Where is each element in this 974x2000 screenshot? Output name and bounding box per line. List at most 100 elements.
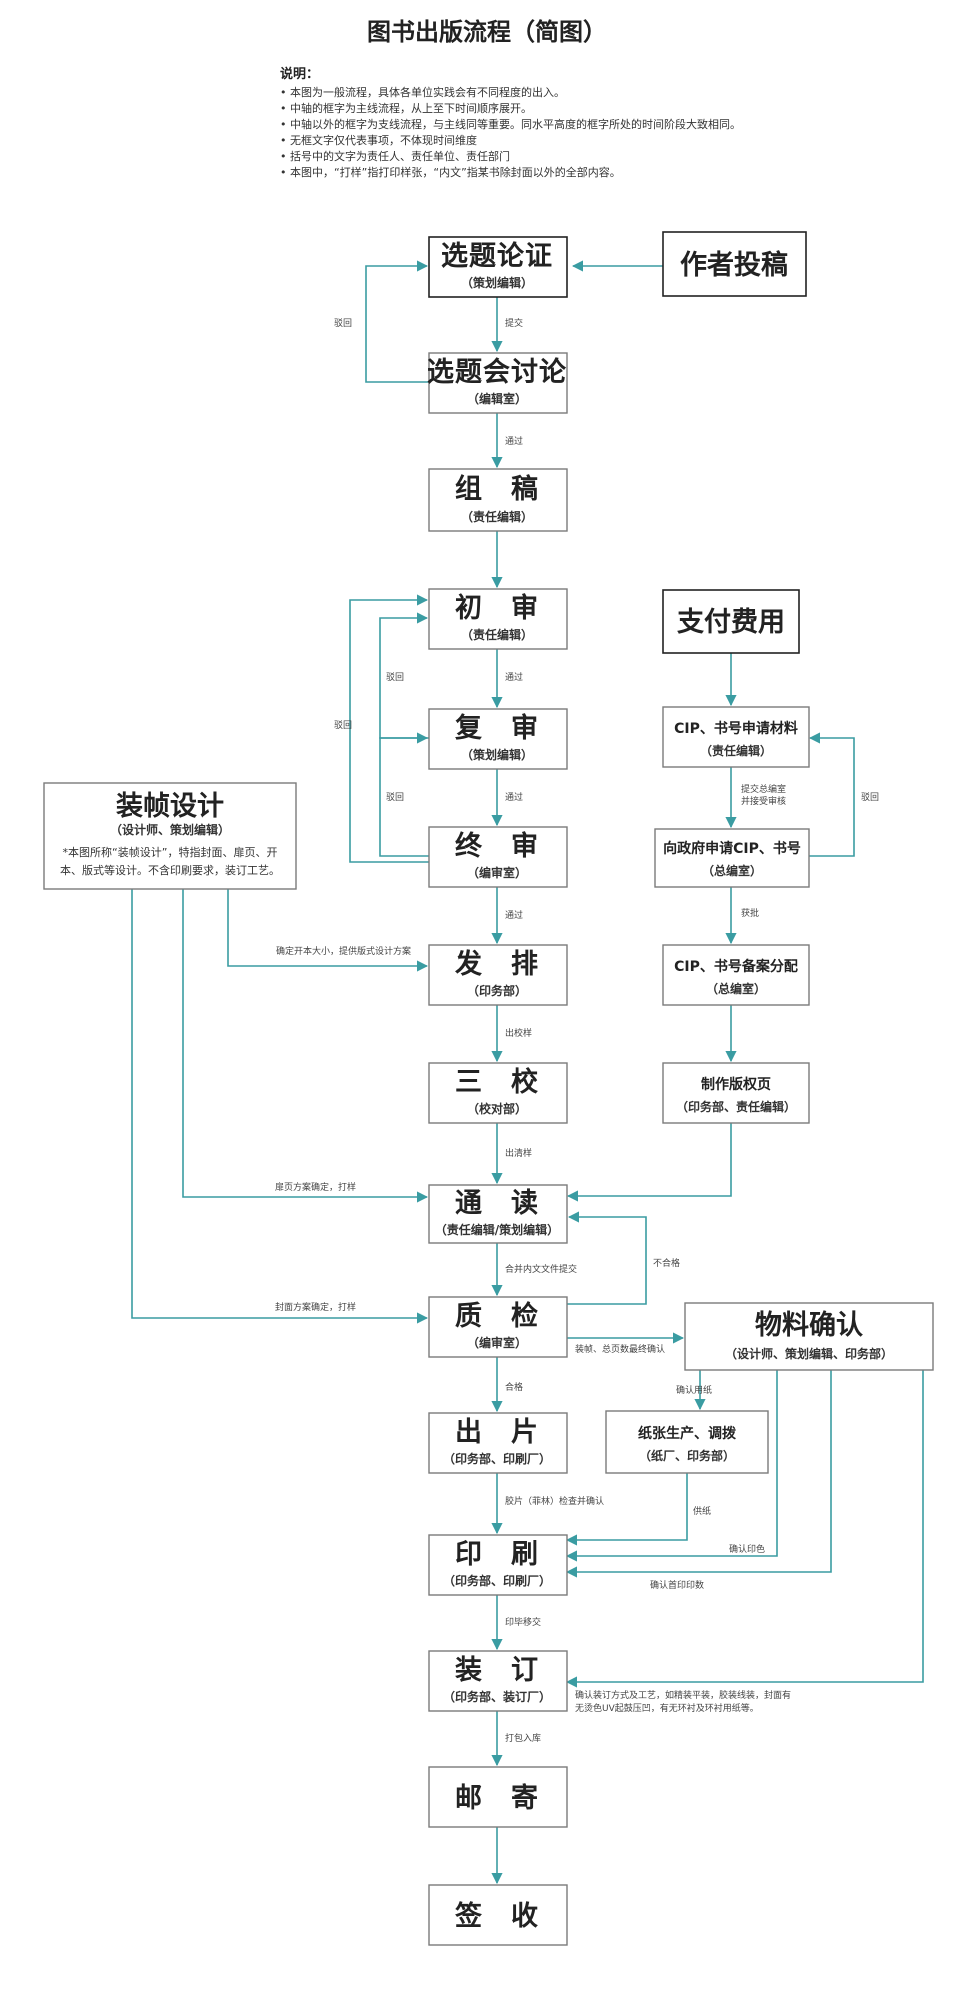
label-tijiao-zongbian-1: 提交总编室 [741, 783, 786, 795]
notes-title: 说明： [280, 66, 319, 82]
label-zhuangding-1: 确认装订方式及工艺，如精装平装，胶装线装，封面有 [575, 1689, 791, 1701]
node-sanjiao-label: 三 校 [455, 1066, 539, 1098]
node-yinshua-label: 印 刷 [455, 1539, 539, 1570]
label-feiye: 扉页方案确定，打样 [275, 1181, 356, 1193]
label-huopi: 获批 [741, 907, 759, 919]
node-cip-fenpei-sub: （总编室） [706, 981, 766, 996]
node-zhifu: 支付费用 [662, 589, 800, 654]
label-jiaopian: 胶片（菲林）检查并确认 [505, 1495, 604, 1507]
label-zhuangding-2: 无烫色UV起鼓压凹，有无环衬及环衬用纸等。 [575, 1702, 759, 1714]
node-zhijian-sub: （编审室） [467, 1335, 527, 1350]
node-zhijian-label: 质 检 [455, 1300, 539, 1332]
edge-banquan-tongdu [566, 1123, 732, 1202]
edge-wuliao-zhuangding [565, 1370, 924, 1688]
node-fapai-label: 发 排 [454, 948, 539, 980]
node-cip-fenpei-label: CIP、书号备案分配 [674, 958, 798, 975]
note-2: • 中轴的框字为主线流程，从上至下时间顺序展开。 [280, 101, 532, 115]
edge-zhuangzhen-tongdu [182, 889, 429, 1203]
node-zhizhang-label: 纸张生产、调拨 [638, 1425, 737, 1442]
label-dabao: 打包入库 [505, 1732, 541, 1744]
label-bohui-1: 驳回 [334, 318, 352, 329]
label-hege: 合格 [505, 1381, 523, 1393]
label-chujiaoyang: 出校样 [505, 1027, 532, 1039]
node-zhuangding: 装 订 （印务部、装订厂） [428, 1650, 568, 1712]
label-bohui-3: 驳回 [334, 720, 352, 731]
node-chushen-label: 初 审 [455, 592, 539, 624]
node-yinshua: 印 刷 （印务部、印刷厂） [428, 1534, 568, 1596]
node-cip-shenqing: 向政府申请CIP、书号 （总编室） [654, 828, 810, 888]
label-fengmian: 封面方案确定，打样 [275, 1301, 356, 1313]
node-zhifu-label: 支付费用 [677, 607, 785, 638]
node-chupian-label: 出 片 [455, 1417, 539, 1448]
edge-wuliao-yinshua-count [565, 1370, 832, 1578]
label-buhege: 不合格 [653, 1257, 680, 1269]
node-qianshou: 签 收 [428, 1884, 568, 1946]
node-youji: 邮 寄 [428, 1766, 568, 1828]
edge-wuliao-yinshua-color [565, 1370, 778, 1562]
page-title: 图书出版流程（简图） [367, 18, 607, 46]
node-cip-shenqing-sub: （总编室） [702, 863, 762, 878]
node-zhuangzhen-sub: （设计师、策划编辑） [110, 822, 230, 837]
node-banquan-label: 制作版权页 [701, 1076, 771, 1093]
node-yinshua-sub: （印务部、印刷厂） [443, 1573, 551, 1588]
node-cip-cailiao-sub: （责任编辑） [700, 743, 772, 758]
label-queren-yinshu: 确认首印印数 [650, 1579, 704, 1591]
label-tijiao: 提交 [505, 317, 523, 329]
node-zugao-label: 组 稿 [455, 473, 539, 505]
label-bohui-cip: 驳回 [861, 792, 879, 803]
node-cip-fenpei: CIP、书号备案分配 （总编室） [662, 944, 810, 1006]
node-chupian: 出 片 （印务部、印刷厂） [428, 1412, 568, 1474]
edge-zhizhang-yinshua [565, 1473, 688, 1546]
label-yinbiyijiao: 印毕移交 [505, 1616, 541, 1628]
edge-zhongshen-reject-fushen [379, 732, 429, 857]
note-3: • 中轴以外的框字为支线流程，与主线同等重要。同水平高度的框字所处的时间阶段大致… [280, 117, 741, 131]
label-tongguo-2: 通过 [505, 671, 523, 683]
node-wuliao: 物料确认 （设计师、策划编辑、印务部） [684, 1302, 934, 1371]
label-bohui-2: 驳回 [386, 672, 404, 683]
node-taolun: 选题会讨论 （编辑室） [427, 352, 568, 414]
node-zhuangding-label: 装 订 [455, 1655, 539, 1686]
node-zuozhe-label: 作者投稿 [680, 249, 788, 281]
node-zugao: 组 稿 （责任编辑） [428, 468, 568, 532]
edge-zhuangzhen-fapai [227, 889, 429, 972]
label-tongguo-3: 通过 [505, 791, 523, 803]
edge-labels: 驳回 提交 通过 驳回 驳回 通过 驳回 通过 通过 出校样 出清样 合并内文文… [275, 317, 879, 1744]
node-xuanti-sub: （策划编辑） [461, 275, 533, 290]
node-banquan: 制作版权页 （印务部、责任编辑） [662, 1062, 810, 1124]
node-cip-shenqing-label: 向政府申请CIP、书号 [663, 840, 801, 857]
node-fushen: 复 审 （策划编辑） [428, 708, 568, 770]
node-youji-label: 邮 寄 [455, 1782, 539, 1814]
node-zhongshen: 终 审 （编审室） [428, 826, 568, 888]
edges [131, 260, 924, 1885]
node-banquan-sub: （印务部、责任编辑） [676, 1099, 796, 1114]
edge-zhuangzhen-zhijian [131, 889, 429, 1324]
label-zhuangzhen-yeshu: 装帧、总页数最终确认 [575, 1343, 665, 1355]
label-bohui-4: 驳回 [386, 792, 404, 803]
node-taolun-label: 选题会讨论 [427, 357, 567, 388]
node-cip-cailiao: CIP、书号申请材料 （责任编辑） [662, 706, 810, 768]
label-kaiben: 确定开本大小，提供版式设计方案 [276, 945, 411, 957]
node-taolun-sub: （编辑室） [467, 391, 527, 406]
node-zhizhang: 纸张生产、调拨 （纸厂、印务部） [605, 1410, 769, 1474]
node-tongdu-label: 通 读 [455, 1188, 539, 1219]
node-chushen-sub: （责任编辑） [461, 627, 533, 642]
node-tongdu: 通 读 （责任编辑/策划编辑） [428, 1184, 568, 1244]
node-zuozhe: 作者投稿 [662, 231, 807, 297]
node-chushen: 初 审 （责任编辑） [428, 588, 568, 650]
node-wuliao-sub: （设计师、策划编辑、印务部） [725, 1346, 893, 1361]
node-zhuangding-sub: （印务部、装订厂） [443, 1689, 551, 1704]
node-zhuangzhen: 装帧设计 （设计师、策划编辑） *本图所称“装帧设计”，特指封面、扉页、开 本、… [43, 782, 297, 890]
note-5: • 括号中的文字为责任人、责任单位、责任部门 [280, 149, 510, 163]
node-wuliao-label: 物料确认 [755, 1309, 863, 1341]
label-gongzhi: 供纸 [693, 1505, 711, 1517]
node-zhizhang-sub: （纸厂、印务部） [639, 1448, 735, 1463]
node-zugao-sub: （责任编辑） [461, 509, 533, 524]
node-xuanti: 选题论证 （策划编辑） [428, 236, 568, 298]
node-xuanti-label: 选题论证 [441, 241, 553, 272]
node-zhuangzhen-note-2: 本、版式等设计。不含印刷要求，装订工艺。 [60, 863, 280, 877]
note-4: • 无框文字仅代表事项，不体现时间维度 [280, 133, 477, 147]
note-1: • 本图为一般流程，具体各单位实践会有不同程度的出入。 [280, 85, 565, 99]
edge-zhongshen-reject-chushen [349, 594, 429, 863]
node-qianshou-label: 签 收 [455, 1900, 539, 1932]
